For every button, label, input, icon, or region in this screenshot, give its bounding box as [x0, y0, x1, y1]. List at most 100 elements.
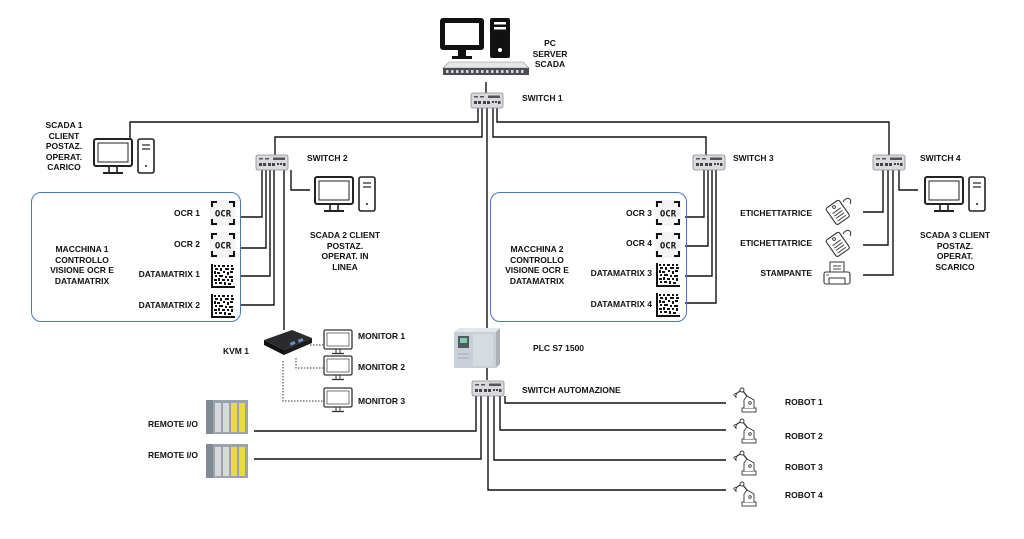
link-switch1-scada1 — [129, 108, 479, 139]
plc-icon — [454, 328, 500, 368]
link-auto-rio2 — [254, 396, 482, 460]
machine2-title-line: VISIONE OCR E — [505, 265, 569, 275]
link-auto-rio1 — [254, 396, 477, 432]
switch3-label: SWITCH 3 — [733, 153, 774, 163]
robot1-label: ROBOT 1 — [785, 397, 823, 407]
scada2-label: SCADA 2 CLIENT POSTAZ. OPERAT. IN LINEA — [300, 230, 390, 272]
server-label-line: SCADA — [534, 59, 566, 69]
monitor3-label: MONITOR 3 — [358, 396, 406, 406]
scada1-label-line: CARICO — [47, 162, 81, 172]
remote-io-icon — [206, 400, 248, 434]
machine1-title: MACCHINA 1 CONTROLLO VISIONE OCR E DATAM… — [42, 244, 122, 286]
link-switch2-dm2 — [240, 170, 275, 306]
machine2-box — [490, 192, 687, 322]
scada2-label-line: POSTAZ. — [326, 240, 364, 251]
rack-server-icon — [442, 61, 530, 75]
remote-io1-label: REMOTE I/O — [147, 419, 198, 429]
robot2-label: ROBOT 2 — [785, 431, 823, 441]
scada1-label: SCADA 1 CLIENT POSTAZ. OPERAT. CARICO — [38, 120, 90, 173]
machine1-title-line: MACCHINA 1 — [55, 244, 109, 254]
switch2-icon — [255, 154, 289, 171]
monitor2-label: MONITOR 2 — [358, 362, 406, 372]
datamatrix2-label: DATAMATRIX 2 — [138, 300, 200, 310]
link-switch3-dm4 — [685, 170, 717, 304]
ocr1-label: OCR 1 — [174, 208, 200, 218]
etichettatrice1-label: ETICHETTATRICE — [740, 208, 812, 218]
link-kvm-monitor2 — [295, 358, 323, 369]
scada1-pc-icon — [93, 138, 155, 174]
machine1-title-line: VISIONE OCR E — [50, 265, 114, 275]
machine2-title-line: MACCHINA 2 — [510, 244, 564, 254]
ocr4-label: OCR 4 — [626, 238, 652, 248]
link-switch4-scada3 — [898, 170, 918, 191]
link-auto-robot2 — [499, 396, 726, 431]
datamatrix3-label: DATAMATRIX 3 — [590, 268, 652, 278]
link-auto-robot4 — [487, 396, 726, 491]
link-switch3-ocr3 — [685, 170, 705, 218]
scada1-label-line: SCADA 1 — [45, 120, 83, 130]
robot3-label: ROBOT 3 — [785, 462, 823, 472]
machine1-box — [31, 192, 241, 322]
etichettatrice2-label: ETICHETTATRICE — [740, 238, 812, 248]
machine2-title: MACCHINA 2 CONTROLLO VISIONE OCR E DATAM… — [497, 244, 577, 286]
link-switch1-switch2 — [274, 108, 483, 155]
remote-io-icon — [206, 444, 248, 478]
link-switch1-switch3 — [492, 108, 707, 155]
kvm-dotted-links — [282, 344, 323, 402]
robot-arm-icon — [733, 450, 757, 476]
switch-automazione-icon — [471, 380, 505, 397]
scada2-label-line: OPERAT. IN — [321, 251, 369, 261]
switch1-label: SWITCH 1 — [522, 93, 563, 103]
remote-io2-label: REMOTE I/O — [147, 450, 198, 460]
monitor1-label: MONITOR 1 — [358, 331, 406, 341]
machine1-title-line: DATAMATRIX — [54, 275, 110, 286]
monitor2-icon — [323, 355, 353, 381]
machine2-title-line: DATAMATRIX — [509, 275, 565, 286]
link-switch3-dm3 — [685, 170, 713, 277]
scada1-label-line: POSTAZ. — [45, 141, 83, 151]
kvm-switch-icon — [264, 330, 312, 355]
robot4-label: ROBOT 4 — [785, 490, 823, 500]
link-switch2-scada2 — [290, 170, 310, 191]
link-auto-robot3 — [493, 396, 726, 461]
monitor1-icon — [323, 329, 353, 355]
switch1-icon — [470, 92, 504, 109]
link-switch1-switch4 — [496, 108, 890, 155]
stampante-label: STAMPANTE — [760, 268, 812, 278]
link-auto-robot1 — [504, 396, 726, 404]
datamatrix1-label: DATAMATRIX 1 — [138, 269, 200, 279]
kvm-label: KVM 1 — [223, 346, 249, 356]
scada3-label-line: POSTAZ. — [936, 240, 974, 251]
scada2-pc-icon — [314, 176, 376, 212]
switch-automazione-label: SWITCH AUTOMAZIONE — [522, 385, 621, 395]
link-switch2-ocr1 — [240, 170, 263, 218]
robot-arm-icon — [733, 387, 757, 413]
scada3-label-line: OPERAT. — [936, 251, 974, 261]
server-label: PC SERVER SCADA — [525, 38, 575, 70]
scada2-label-line: LINEA — [332, 261, 358, 272]
printer-icon — [823, 261, 851, 285]
monitor3-icon — [323, 387, 353, 413]
switch2-label: SWITCH 2 — [307, 153, 348, 163]
switch3-icon — [692, 154, 726, 171]
scada1-label-line: OPERAT. — [45, 151, 83, 162]
robot-arm-icon — [733, 418, 757, 444]
link-switch4-etich1 — [863, 170, 884, 213]
link-switch2-dm1 — [240, 170, 271, 277]
link-kvm-monitor3 — [282, 361, 323, 402]
server-label-line: SERVER — [532, 48, 568, 59]
robot-arm-icon — [733, 481, 757, 507]
scada1-label-line: CLIENT — [48, 130, 80, 141]
server-pc-icon — [440, 18, 510, 59]
link-switch2-ocr2 — [240, 170, 267, 249]
label-tag-icon — [824, 229, 852, 258]
scada3-pc-icon — [924, 176, 986, 212]
machine2-title-line: CONTROLLO — [510, 254, 564, 265]
ocr3-label: OCR 3 — [626, 208, 652, 218]
link-switch3-ocr4 — [685, 170, 709, 247]
datamatrix4-label: DATAMATRIX 4 — [590, 299, 652, 309]
scada3-label: SCADA 3 CLIENT POSTAZ. OPERAT. SCARICO — [910, 230, 1000, 272]
machine1-title-line: CONTROLLO — [55, 254, 109, 265]
server-label-line: PC — [544, 38, 556, 48]
